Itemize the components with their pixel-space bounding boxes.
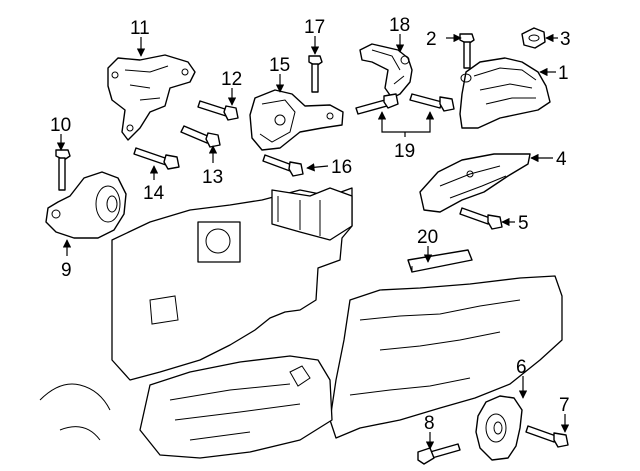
callout-7: 7 (559, 395, 570, 416)
part-13-bolt (180, 125, 221, 148)
callout-5: 5 (518, 213, 529, 234)
callout-14: 14 (143, 183, 165, 204)
part-19-bolts (355, 93, 455, 115)
callout-11: 11 (130, 18, 150, 39)
callout-13: 13 (202, 167, 223, 188)
part-18-bracket (359, 43, 413, 99)
leader-lines (56, 33, 570, 450)
callout-18: 18 (389, 15, 410, 36)
callout-1: 1 (558, 63, 569, 84)
part-9-transmission-mount (45, 171, 127, 239)
part-1-engine-mount (459, 57, 551, 129)
part-4-mount-bracket (419, 153, 531, 213)
callout-17: 17 (304, 17, 325, 38)
part-15-mount-bracket (249, 89, 344, 151)
part-16-bolt (262, 154, 304, 177)
callout-2: 2 (426, 29, 437, 50)
callout-16: 16 (331, 157, 352, 178)
part-17-bolt (308, 55, 323, 93)
callout-3: 3 (560, 29, 571, 50)
callout-labels: 1 2 3 4 5 6 7 8 9 10 11 12 13 14 15 16 1… (50, 15, 571, 434)
callout-19: 19 (394, 141, 415, 162)
callout-8: 8 (424, 413, 435, 434)
part-5-bolt (459, 207, 503, 230)
callout-12: 12 (221, 69, 242, 90)
part-14-bolt (133, 147, 180, 170)
callout-15: 15 (269, 55, 290, 76)
part-12-bolt (197, 100, 239, 121)
part-8-bolt (417, 443, 461, 465)
part-11-bracket (107, 54, 196, 141)
vehicle-frame-structure (39, 187, 563, 459)
part-2-bolt (459, 33, 475, 69)
callout-10: 10 (50, 115, 71, 136)
part-20-pad (407, 249, 473, 273)
part-3-nut (521, 27, 546, 49)
part-7-bolt (525, 425, 569, 448)
callout-4: 4 (556, 149, 567, 170)
callout-6: 6 (516, 357, 527, 378)
part-10-bolt (55, 149, 71, 191)
callout-20: 20 (417, 227, 438, 248)
callout-9: 9 (61, 260, 72, 281)
part-6-mount (475, 395, 523, 461)
